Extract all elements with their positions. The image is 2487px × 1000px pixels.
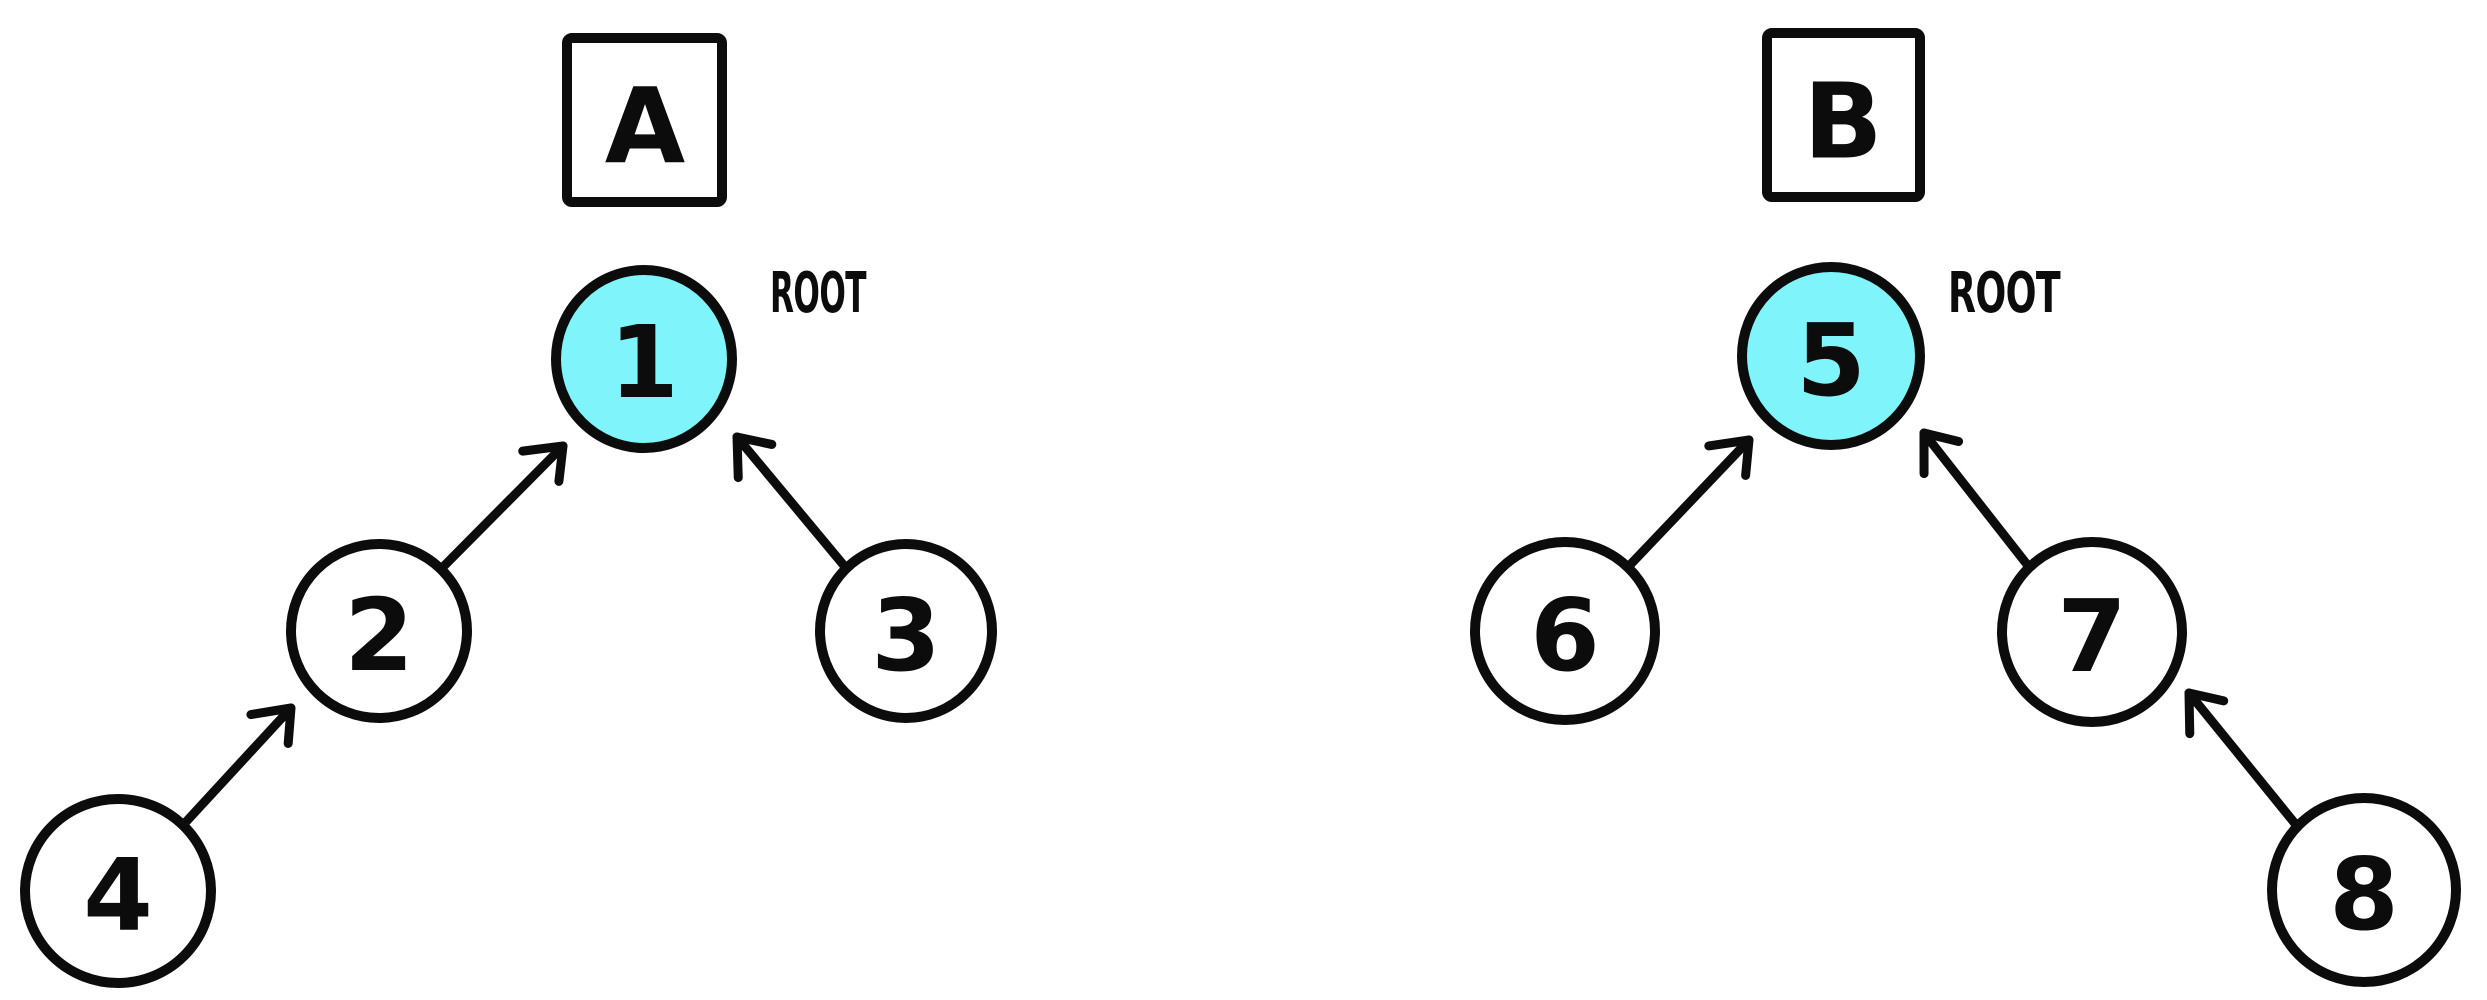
edge-3-1 [732,432,851,573]
node-2-value: 2 [344,577,414,694]
edge-2-1 [438,441,568,572]
edge-8-7 [2184,688,2302,831]
node-4 [20,794,216,988]
node-3-value: 3 [871,577,941,694]
tree-a-label: A [605,65,686,187]
tree-b-root-label: ROOT [1948,261,2061,326]
edge-6-5 [1624,435,1754,571]
node-1-value: 1 [609,304,679,421]
node-7-value: 7 [2057,578,2127,695]
edge-7-5 [1919,428,2034,572]
tree-a-label-box [562,33,727,207]
node-5 [1737,262,1925,450]
tree-a-root-label: ROOT [770,261,866,326]
tree-a: A 1 ROOT 2 3 4 [20,33,997,988]
node-8 [2267,793,2461,987]
node-7 [1997,537,2187,727]
tree-b-label: B [1803,60,1882,182]
node-3 [815,539,997,723]
node-6-value: 6 [1530,577,1600,694]
node-1 [551,265,737,453]
tree-b: B 5 ROOT 6 7 8 [1470,28,2461,987]
node-6 [1470,537,1660,725]
edge-4-2 [179,703,296,829]
tree-b-label-box [1762,28,1925,202]
node-2 [286,539,472,723]
node-5-value: 5 [1796,302,1866,419]
node-4-value: 4 [83,837,153,954]
node-8-value: 8 [2329,836,2399,953]
diagram-strokes: A 1 ROOT 2 3 4 B [20,28,2461,988]
